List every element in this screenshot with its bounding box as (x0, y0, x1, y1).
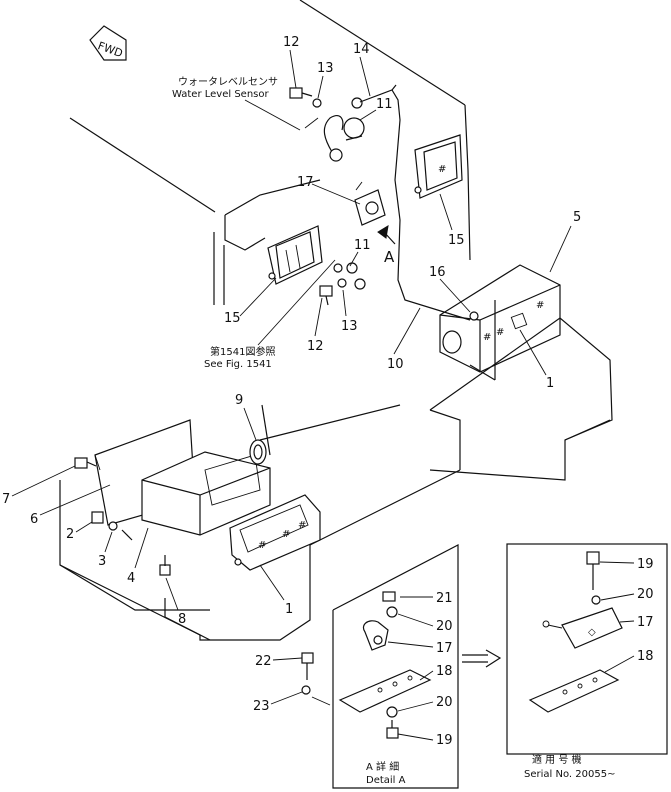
detail-a-en: Detail A (366, 775, 406, 786)
lamp-assembly-lower: # # # (74, 404, 321, 576)
svg-text:#: # (483, 332, 491, 343)
callout-3: 3 (98, 554, 106, 569)
callout-20-serial: 20 (637, 587, 654, 602)
svg-text:#: # (438, 164, 446, 175)
lamp-right-upper: # (414, 134, 463, 199)
detail-a-box (332, 544, 459, 789)
callout-20-lower: 20 (436, 695, 453, 710)
view-arrow-label: A (384, 248, 395, 266)
svg-text:#: # (258, 540, 266, 551)
fasteners-upper (289, 87, 479, 321)
callout-15-right: 15 (448, 233, 465, 248)
see-fig-jp: 第1541図参照 (210, 345, 275, 358)
callout-19: 19 (436, 733, 453, 748)
svg-text:#: # (536, 300, 544, 311)
callout-12-lower: 12 (307, 339, 324, 354)
serial-box: ◇ (506, 543, 668, 755)
callout-12: 12 (283, 35, 300, 50)
svg-text:◇: ◇ (588, 627, 596, 638)
callout-23: 23 (253, 699, 270, 714)
detail-a-jp: A 詳 細 (366, 760, 399, 773)
serial-en: Serial No. 20055~ (524, 769, 615, 780)
callout-11-lower: 11 (354, 238, 371, 253)
lamp-left-upper (267, 225, 323, 285)
callout-17: 17 (297, 175, 314, 190)
callout-1-lower: 1 (285, 602, 293, 617)
callout-13: 13 (317, 61, 334, 76)
svg-text:#: # (282, 529, 290, 540)
fasteners-22-23 (301, 652, 331, 706)
callout-7: 7 (2, 492, 10, 507)
callout-21: 21 (436, 591, 453, 606)
callout-17-serial: 17 (637, 615, 654, 630)
see-fig-en: See Fig. 1541 (204, 359, 272, 370)
svg-text:#: # (496, 327, 504, 338)
water-level-sensor (304, 84, 471, 321)
callout-14: 14 (353, 42, 370, 57)
transition-arrow (462, 649, 502, 668)
machine-body: # # # (59, 0, 613, 641)
callout-15-left: 15 (224, 311, 241, 326)
callout-4: 4 (127, 571, 135, 586)
callout-6: 6 (30, 512, 38, 527)
callout-18-serial: 18 (637, 649, 654, 664)
callout-16: 16 (429, 265, 446, 280)
callouts: 12 13 14 11 17 15 5 11 16 15 12 13 10 1 … (2, 35, 654, 748)
fwd-arrow: FWD (89, 25, 127, 61)
water-sensor-jp: ウォータレベルセンサ (178, 76, 278, 88)
relay-upper (354, 181, 396, 245)
callout-2: 2 (66, 527, 74, 542)
callout-9: 9 (235, 393, 243, 408)
callout-20: 20 (436, 619, 453, 634)
callout-18: 18 (436, 664, 453, 679)
fwd-label: FWD (96, 39, 125, 60)
callout-11: 11 (376, 97, 393, 112)
callout-19-serial: 19 (637, 557, 654, 572)
callout-8: 8 (178, 612, 186, 627)
serial-jp: 適 用 号 機 (532, 753, 582, 766)
water-sensor-en: Water Level Sensor (172, 89, 269, 100)
callout-17-detail: 17 (436, 641, 453, 656)
callout-22: 22 (255, 654, 272, 669)
svg-text:#: # (298, 520, 306, 531)
callout-10: 10 (387, 357, 404, 372)
callout-13-lower: 13 (341, 319, 358, 334)
callout-5: 5 (573, 210, 581, 225)
callout-1-upper: 1 (546, 376, 554, 391)
